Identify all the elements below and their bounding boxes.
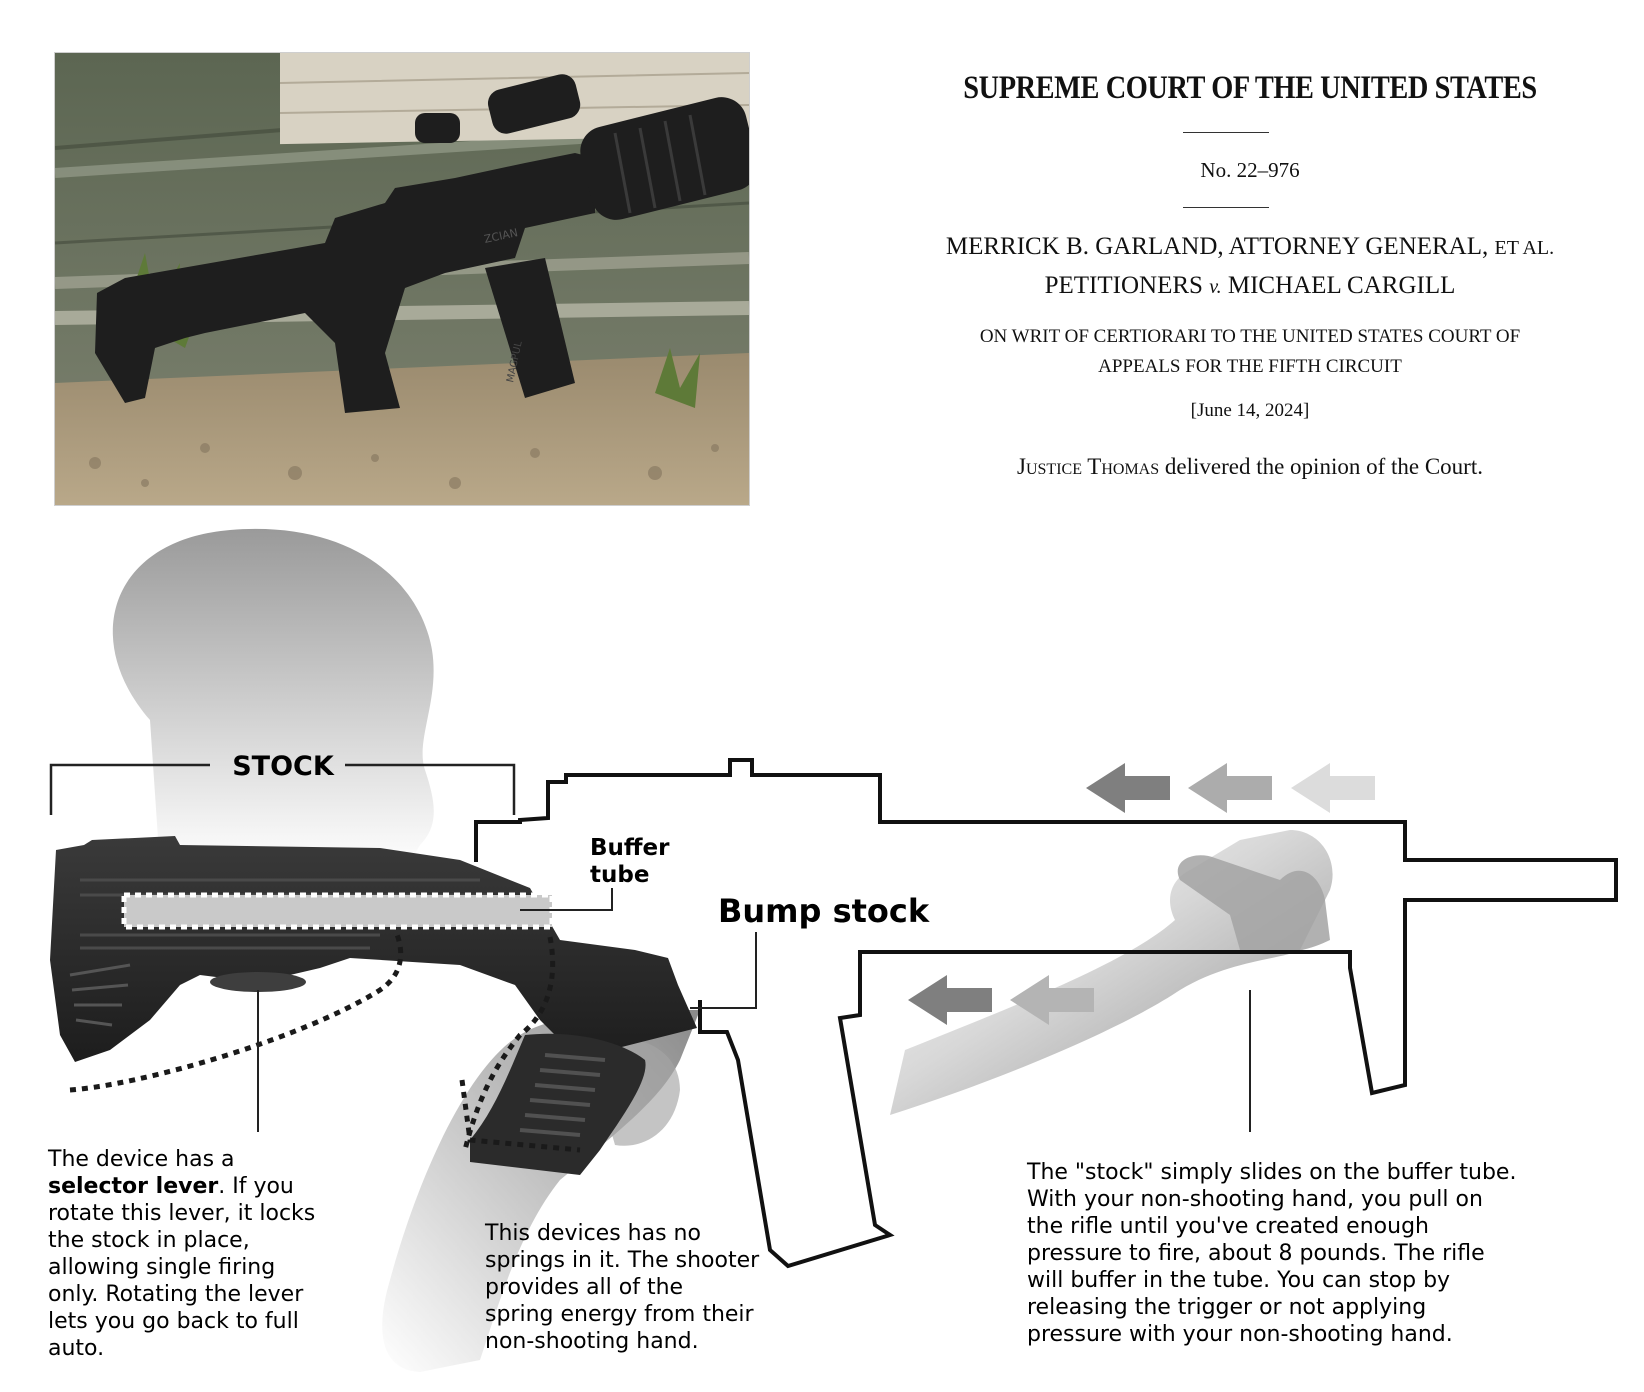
buffer-tube-dotted <box>121 892 555 930</box>
respondent-name: MICHAEL CARGILL <box>1227 272 1456 299</box>
stock-label: STOCK <box>232 751 335 782</box>
rifle-silhouette <box>95 74 749 413</box>
court-title: SUPREME COURT OF THE UNITED STATES <box>963 70 1537 106</box>
arrow-light-icon <box>1291 763 1375 813</box>
recoil-arrows-bottom <box>908 975 1094 1025</box>
slide-caption-line: The "stock" simply slides on the buffer … <box>1026 1160 1516 1185</box>
ground <box>55 353 749 505</box>
selector-lever <box>210 972 306 992</box>
selector-caption-line: only. Rotating the lever <box>48 1282 304 1307</box>
springs-caption-line: This devices has no <box>484 1221 701 1246</box>
rifle-outline <box>474 758 1618 1269</box>
slide-caption-line: pressure to fire, about 8 pounds. The ri… <box>1027 1241 1485 1266</box>
slide-caption: The "stock" simply slides on the buffer … <box>1026 1160 1516 1347</box>
selector-lever-caption: The device has a selector lever. If you … <box>47 1147 315 1361</box>
selector-caption-line: auto. <box>48 1336 104 1361</box>
selector-caption-line: the stock in place, <box>48 1228 250 1253</box>
buffer-tube-leader <box>520 888 613 911</box>
selector-caption-line: selector lever. If you <box>48 1174 294 1199</box>
arrow-mid-icon <box>1188 763 1272 813</box>
case-number: No. 22–976 <box>1200 158 1300 182</box>
springs-caption-line: spring energy from their <box>485 1302 755 1327</box>
recoil-arrows-top <box>1086 763 1375 813</box>
buffer-tube-label-line2: tube <box>590 862 649 888</box>
bump-stock-label: Bump stock <box>718 892 930 930</box>
writ-line-2: APPEALS FOR THE FIFTH CIRCUIT <box>1098 356 1402 377</box>
slide-caption-line: the rifle until you've created enough <box>1027 1214 1429 1239</box>
selector-caption-rest: . If you <box>218 1174 294 1199</box>
rifle-photo: ZCIAN MAGPUL <box>54 52 750 506</box>
arrow-mid-icon <box>1010 975 1094 1025</box>
selector-lever-term: selector lever <box>48 1174 218 1199</box>
selector-caption-line: rotate this lever, it locks <box>48 1201 315 1226</box>
handguard-ribs <box>613 114 707 214</box>
decision-date: [June 14, 2024] <box>1190 400 1310 421</box>
bump-stock-body <box>50 836 697 1062</box>
writ-line-1: ON WRIT OF CERTIORARI TO THE UNITED STAT… <box>979 326 1521 347</box>
divider <box>1183 207 1269 208</box>
court-opinion-header: SUPREME COURT OF THE UNITED STATES No. 2… <box>900 60 1600 510</box>
springs-caption: This devices has no springs in it. The s… <box>484 1221 760 1354</box>
slide-dotted-outline <box>69 928 581 1153</box>
case-parties: MERRICK B. GARLAND, ATTORNEY GENERAL, ET… <box>900 228 1600 306</box>
delivered-text: delivered the opinion of the Court. <box>1159 454 1483 479</box>
buttstock-vents <box>69 963 131 1027</box>
delivered-line: Justice Thomas delivered the opinion of … <box>900 454 1600 480</box>
bump-stock-leader <box>690 932 757 1009</box>
slide-caption-line: releasing the trigger or not applying <box>1027 1295 1426 1320</box>
grip-dotted-outline <box>462 936 556 1151</box>
slide-caption-line: pressure with your non-shooting hand. <box>1027 1322 1453 1347</box>
slide-caption-line: With your non-shooting hand, you pull on <box>1027 1187 1483 1212</box>
justice-name: Justice Thomas <box>1017 454 1160 479</box>
pistol-grip <box>470 1033 646 1175</box>
buffer-tube-label-line1: Buffer <box>590 835 670 861</box>
selector-caption-line: allowing single firing <box>48 1255 275 1280</box>
petitioners-label: PETITIONERS <box>1044 272 1203 299</box>
magazine-shape <box>485 258 575 398</box>
support-fingers-silhouette <box>1177 855 1330 955</box>
gravel <box>89 443 719 489</box>
versus: v. <box>1209 276 1222 298</box>
writ-of-certiorari: ON WRIT OF CERTIORARI TO THE UNITED STAT… <box>900 322 1600 382</box>
shooter-head-silhouette <box>112 528 434 868</box>
grip-texture <box>519 1053 606 1137</box>
springs-caption-line: provides all of the <box>485 1275 683 1300</box>
support-arm-silhouette <box>890 830 1333 1115</box>
bump-stock <box>50 836 697 1175</box>
petitioner-name: MERRICK B. GARLAND, ATTORNEY GENERAL, <box>945 233 1489 260</box>
bump-stock-diagram: STOCK Buffer tube Bump stock The device … <box>47 528 1618 1372</box>
stock-bracket <box>49 763 516 815</box>
springs-caption-line: non-shooting hand. <box>485 1329 699 1354</box>
rifle-photo-illustration: ZCIAN MAGPUL <box>55 53 749 505</box>
arrow-dark-icon <box>1086 763 1170 813</box>
springs-caption-line: springs in it. The shooter <box>485 1248 760 1273</box>
et-al: ET AL. <box>1494 237 1555 259</box>
selector-caption-line: lets you go back to full <box>48 1309 299 1334</box>
selector-caption-line: The device has a <box>47 1147 235 1172</box>
slide-caption-line: will buffer in the tube. You can stop by <box>1027 1268 1450 1293</box>
arrow-dark-icon <box>908 975 992 1025</box>
divider <box>1183 132 1269 133</box>
